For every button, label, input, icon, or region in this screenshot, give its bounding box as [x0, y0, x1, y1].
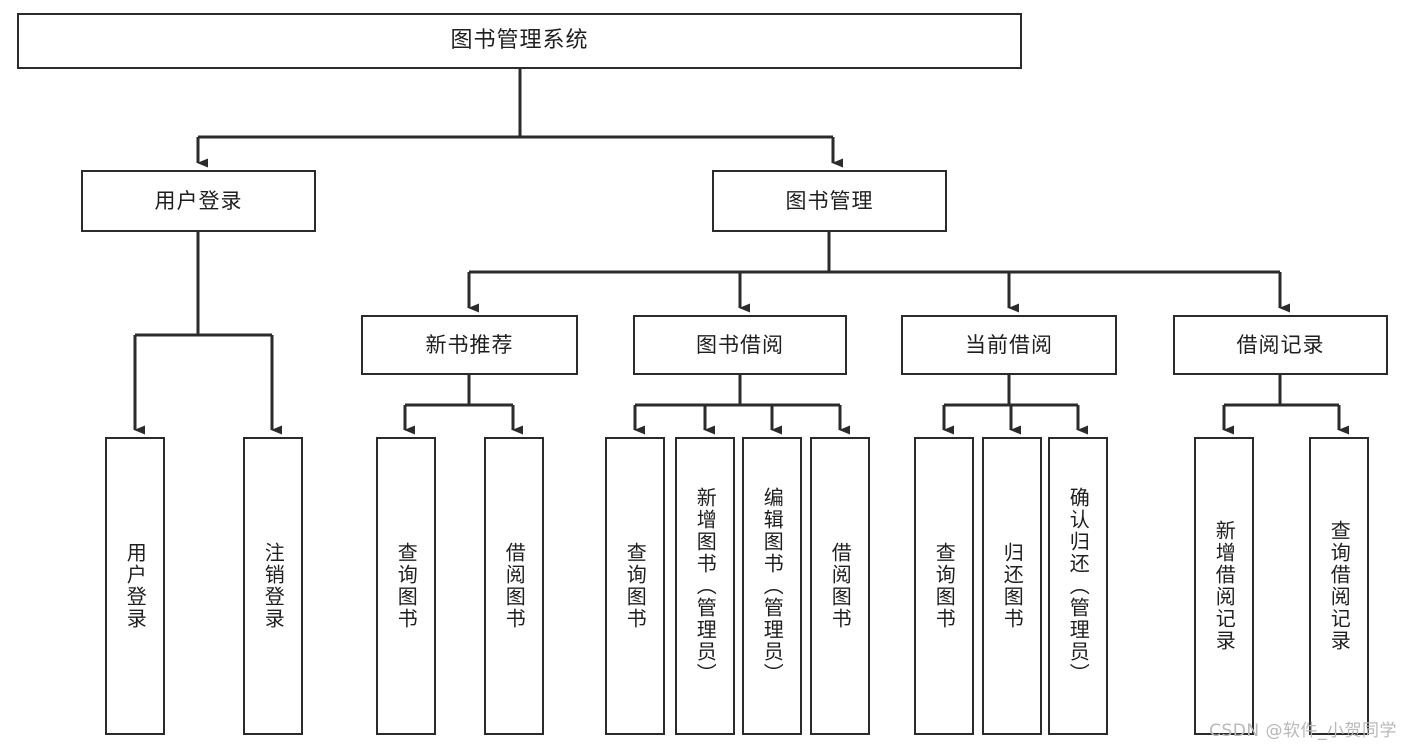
node-label: 新增借阅记录 [1212, 520, 1237, 652]
node-current-borrow[interactable]: 当前借阅 [901, 315, 1117, 375]
leaf-logout-login[interactable]: 注销登录 [243, 437, 303, 735]
leaf-add-book-admin[interactable]: 新增图书（管理员） [675, 437, 735, 735]
leaf-query-borrow-record[interactable]: 查询借阅记录 [1309, 437, 1369, 735]
node-label: 用户登录 [123, 542, 148, 630]
node-label: 当前借阅 [965, 332, 1053, 357]
node-label: 新增图书（管理员） [693, 487, 718, 685]
node-user-login[interactable]: 用户登录 [81, 170, 316, 232]
node-label: 新书推荐 [425, 332, 514, 357]
node-label: 注销登录 [261, 542, 286, 630]
node-book-borrow[interactable]: 图书借阅 [633, 315, 847, 375]
node-root-book-management-system[interactable]: 图书管理系统 [17, 13, 1022, 69]
node-label: 借阅图书 [502, 542, 527, 630]
node-label: 图书管理系统 [450, 28, 589, 54]
node-label: 查询图书 [932, 542, 957, 630]
node-label: 确认归还（管理员） [1066, 487, 1091, 685]
node-label: 借阅图书 [828, 542, 853, 630]
node-book-management[interactable]: 图书管理 [712, 170, 947, 232]
node-label: 用户登录 [154, 188, 243, 213]
node-label: 图书管理 [785, 188, 874, 213]
leaf-query-book-recommend[interactable]: 查询图书 [376, 437, 436, 735]
node-borrow-record[interactable]: 借阅记录 [1173, 315, 1388, 375]
node-label: 编辑图书（管理员） [760, 487, 785, 685]
node-label: 图书借阅 [696, 332, 784, 357]
node-label: 查询图书 [394, 542, 419, 630]
node-new-book-recommend[interactable]: 新书推荐 [361, 315, 578, 375]
leaf-user-login[interactable]: 用户登录 [105, 437, 165, 735]
leaf-borrow-book[interactable]: 借阅图书 [810, 437, 870, 735]
node-label: 借阅记录 [1236, 332, 1325, 357]
leaf-edit-book-admin[interactable]: 编辑图书（管理员） [742, 437, 802, 735]
leaf-return-book[interactable]: 归还图书 [982, 437, 1042, 735]
leaf-query-book-borrow[interactable]: 查询图书 [605, 437, 665, 735]
leaf-confirm-return-admin[interactable]: 确认归还（管理员） [1048, 437, 1108, 735]
node-label: 查询借阅记录 [1327, 520, 1352, 652]
leaf-query-book-current[interactable]: 查询图书 [914, 437, 974, 735]
leaf-borrow-book-recommend[interactable]: 借阅图书 [484, 437, 544, 735]
node-label: 归还图书 [1000, 542, 1025, 630]
leaf-add-borrow-record[interactable]: 新增借阅记录 [1194, 437, 1254, 735]
node-label: 查询图书 [623, 542, 648, 630]
